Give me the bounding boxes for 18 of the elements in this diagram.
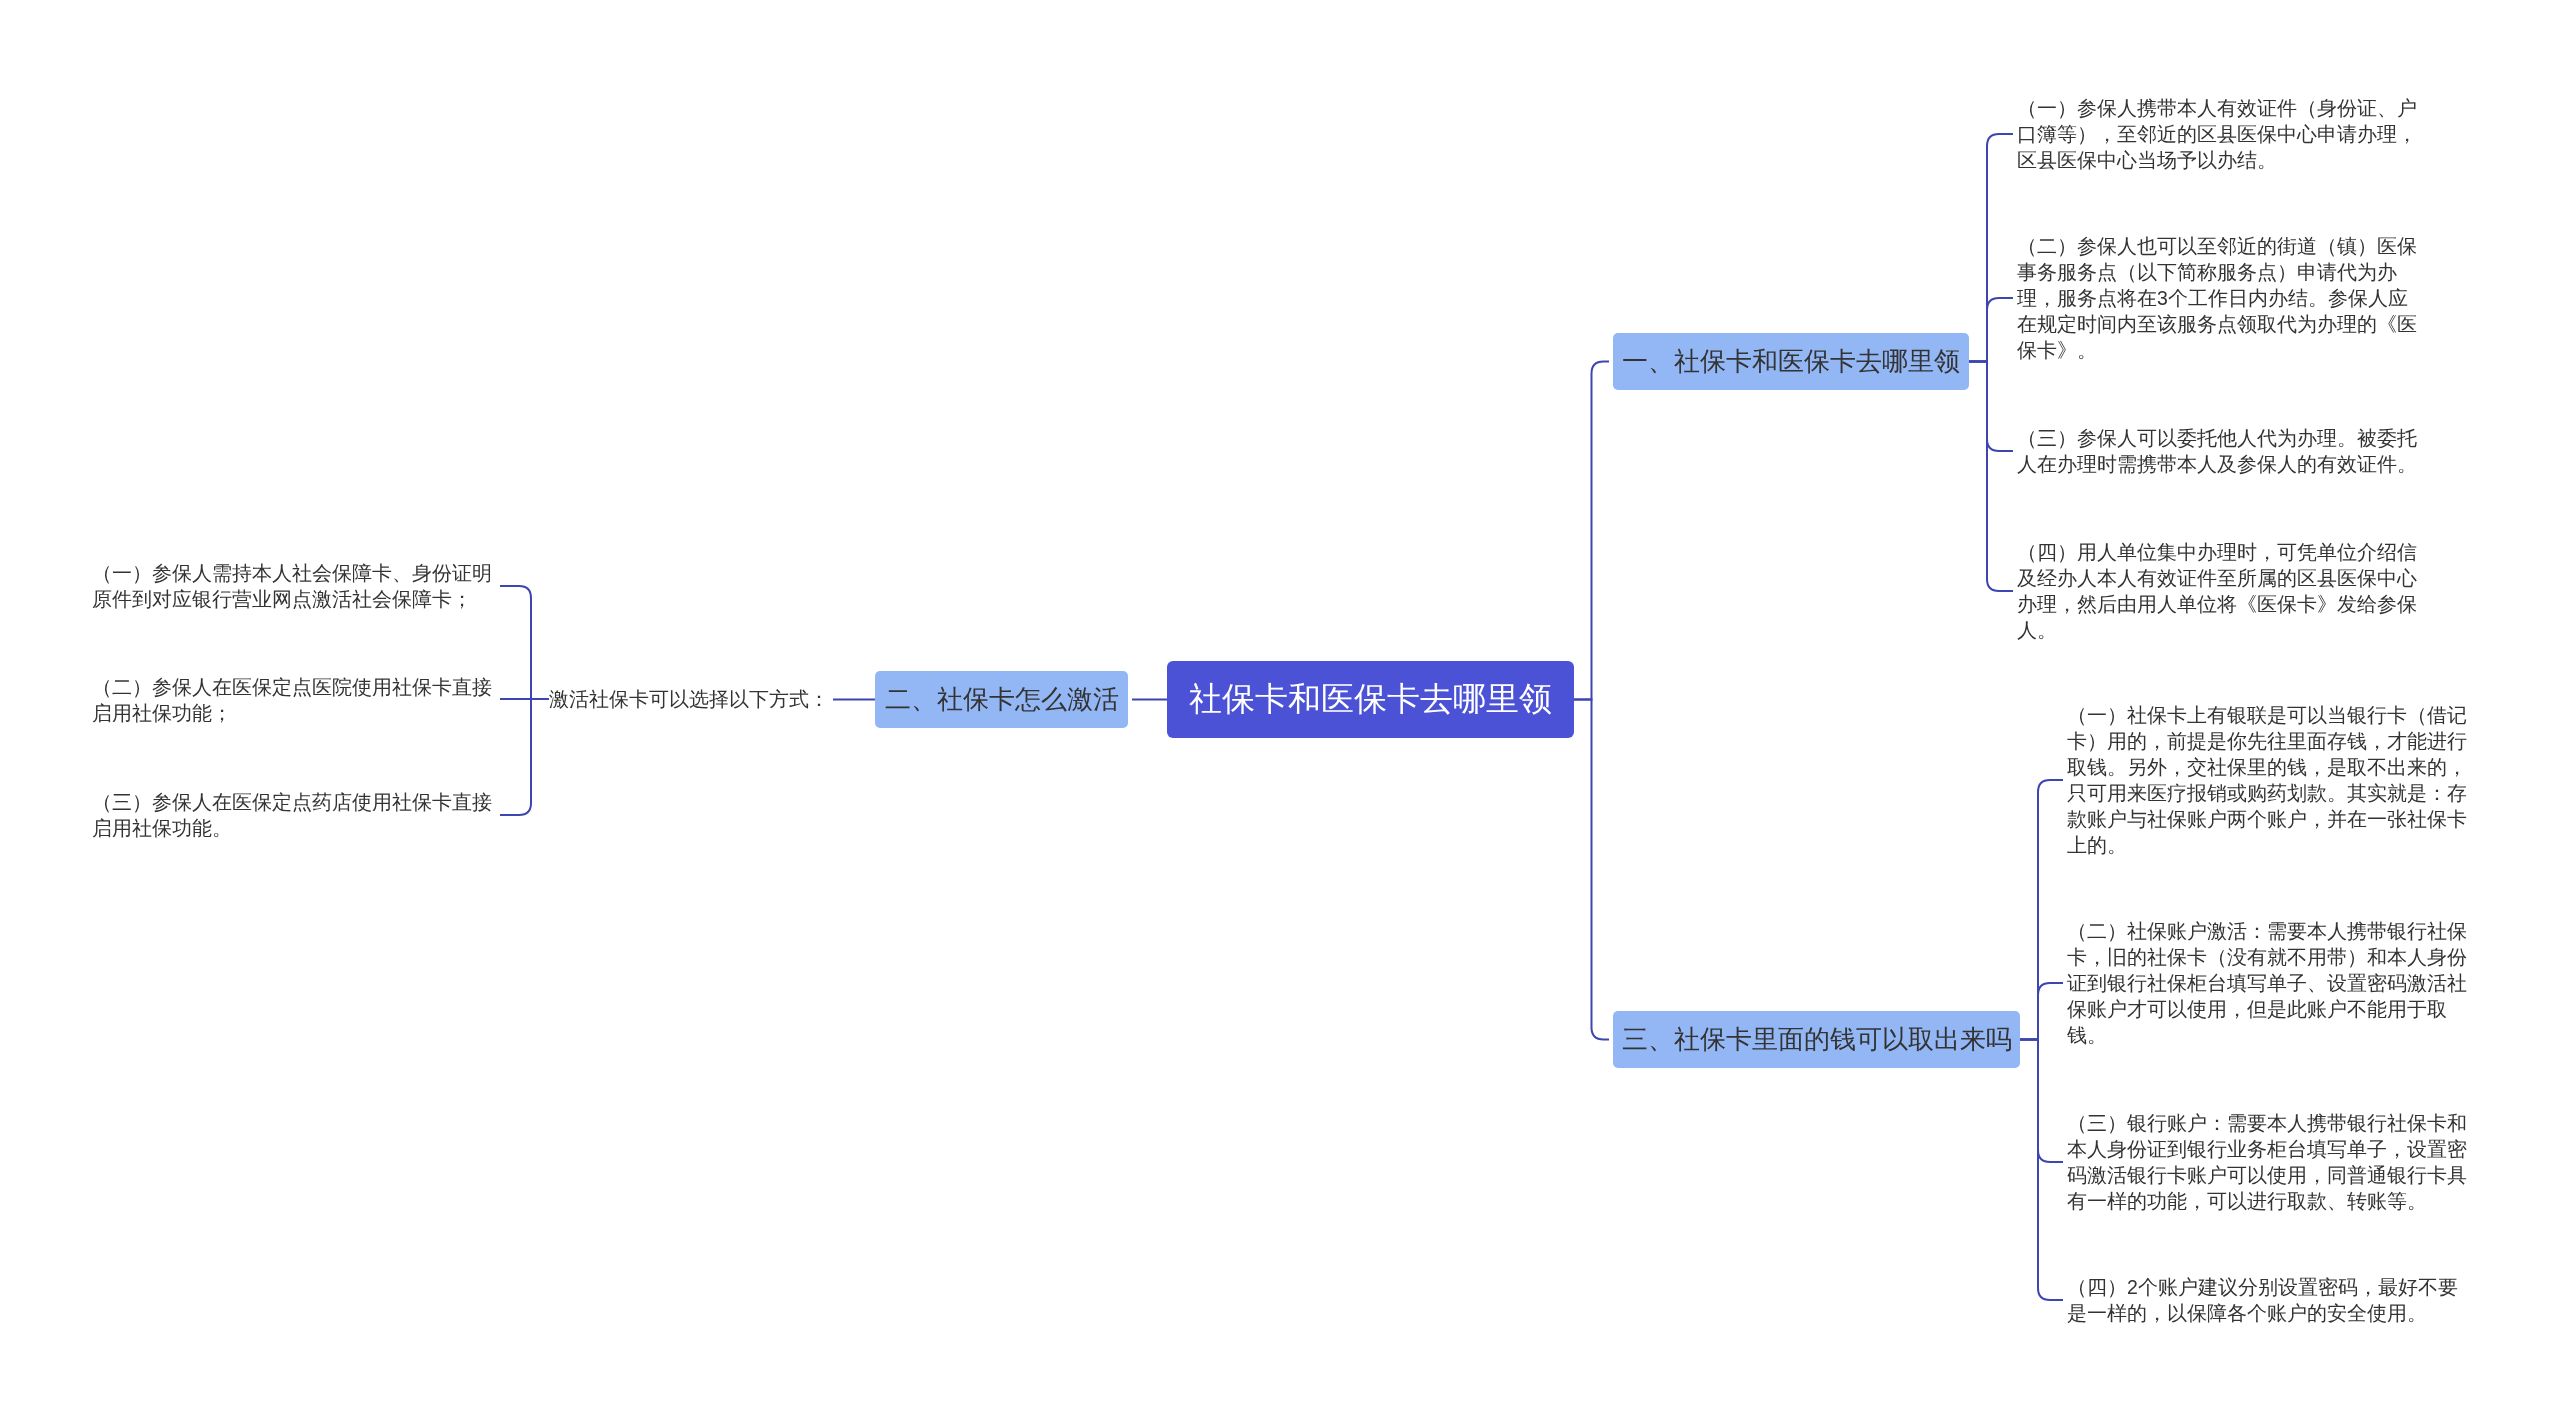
- note-text: （一）参保人需持本人社会保障卡、身份证明原件到对应银行营业网点激活社会保障卡；: [92, 560, 496, 612]
- connector-line: [1131, 698, 1168, 701]
- note-text: 激活社保卡可以选择以下方式：: [549, 685, 829, 713]
- note-text: （一）参保人携带本人有效证件（身份证、户口簿等），至邻近的区县医保中心申请办理，区县医保中心当场予以办结。: [2017, 95, 2421, 173]
- topic-box: 二、社保卡怎么激活: [875, 671, 1128, 728]
- connector-line: [832, 698, 876, 701]
- note-text: （一）社保卡上有银联是可以当银行卡（借记卡）用的，前提是你先往里面存钱，才能进行取钱。另外，交社保里的钱，是取不出来的，只可用来医疗报销或购药划款。其实就是：存款账户与社保账户两个账户，并在一张社保卡上的。: [2067, 702, 2471, 858]
- note-text: （三）参保人可以委托他人代为办理。被委托人在办理时需携带本人及参保人的有效证件。: [2017, 425, 2421, 477]
- central-topic-box: 社保卡和医保卡去哪里领: [1167, 661, 1574, 738]
- topic-box: 一、社保卡和医保卡去哪里领: [1613, 333, 1969, 390]
- note-text: （三）银行账户：需要本人携带银行社保卡和本人身份证到银行业务柜台填写单子，设置密码激活银行卡账户可以使用，同普通银行卡具有一样的功能，可以进行取款、转账等。: [2067, 1110, 2471, 1214]
- note-text: （二）社保账户激活：需要本人携带银行社保卡，旧的社保卡（没有就不用带）和本人身份证到银行社保柜台填写单子、设置密码激活社保账户才可以使用，但是此账户不能用于取钱。: [2067, 918, 2471, 1048]
- note-text: （四）用人单位集中办理时，可凭单位介绍信及经办人本人有效证件至所属的区县医保中心办理，然后由用人单位将《医保卡》发给参保人。: [2017, 539, 2421, 643]
- topic-box: 三、社保卡里面的钱可以取出来吗: [1613, 1011, 2020, 1068]
- note-text: （三）参保人在医保定点药店使用社保卡直接启用社保功能。: [92, 789, 496, 841]
- note-text: （二）参保人也可以至邻近的街道（镇）医保事务服务点（以下简称服务点）申请代为办理，服务点将在3个工作日内办结。参保人应在规定时间内至该服务点领取代为办理的《医保卡》。: [2017, 233, 2421, 363]
- note-text: （四）2个账户建议分别设置密码，最好不要是一样的，以保障各个账户的安全使用。: [2067, 1274, 2471, 1326]
- note-text: （二）参保人在医保定点医院使用社保卡直接启用社保功能；: [92, 674, 496, 726]
